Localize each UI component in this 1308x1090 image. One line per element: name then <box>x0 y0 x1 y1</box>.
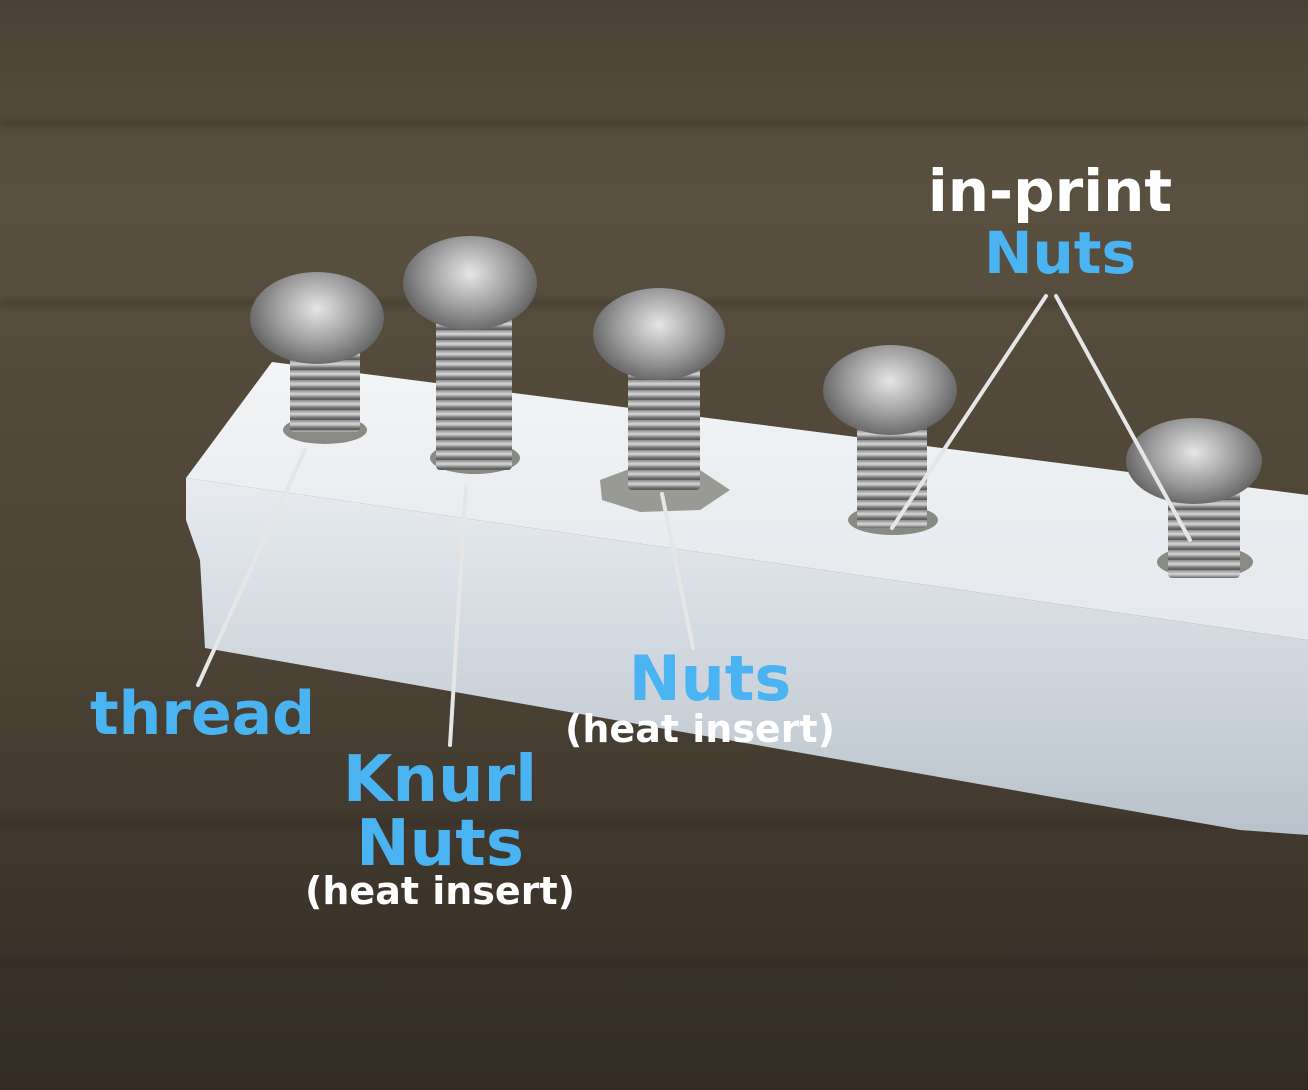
label-inprint: in-print <box>927 157 1173 225</box>
label-nuts-sub: (heat insert) <box>565 707 835 751</box>
screw-3-shaft <box>628 360 700 490</box>
wood-grain <box>0 960 1308 966</box>
screw-3-head <box>593 288 725 380</box>
screw-2-head <box>403 236 537 330</box>
screw-1-head <box>250 272 384 364</box>
wood-grain <box>0 120 1308 126</box>
label-knurl-sub: (heat insert) <box>305 869 575 913</box>
label-knurl-nuts: Nuts <box>356 807 524 881</box>
screw-4-head <box>823 345 957 435</box>
screw-2-shaft <box>436 310 512 470</box>
label-thread: thread <box>90 679 316 749</box>
label-inprint-nuts: Nuts <box>983 219 1137 287</box>
label-knurl: Knurl <box>342 743 538 817</box>
wood-grain <box>0 820 1308 826</box>
label-nuts: Nuts <box>628 642 792 715</box>
